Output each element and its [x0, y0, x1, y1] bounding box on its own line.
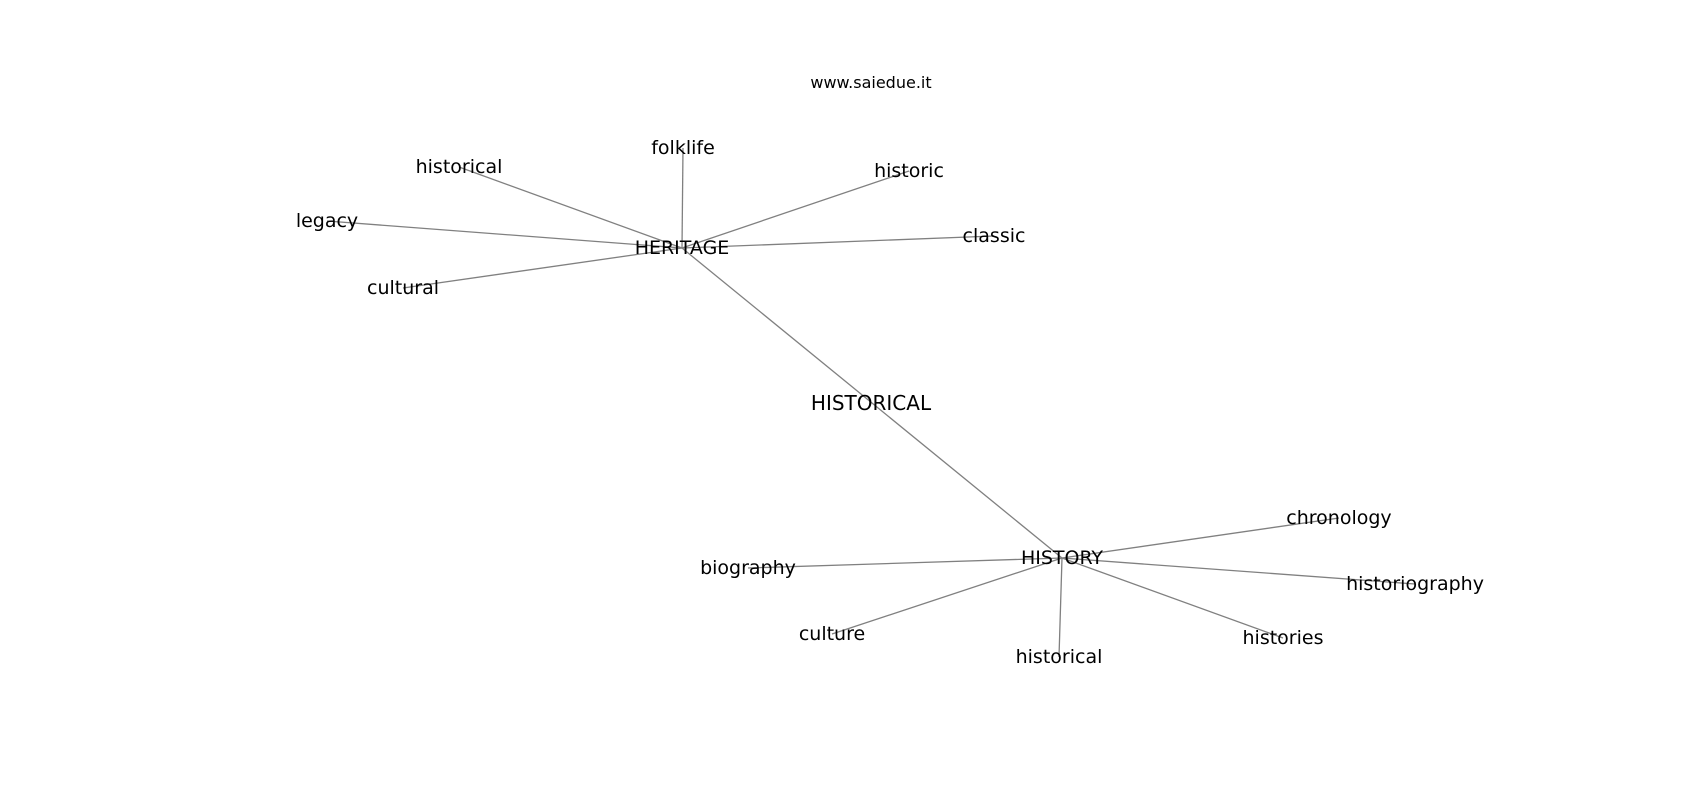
- node-label-history: HISTORY: [1021, 547, 1103, 569]
- graph-edges: [326, 147, 1416, 658]
- edge-history-historical_b: [1058, 557, 1063, 658]
- node-label-classic: classic: [963, 225, 1026, 247]
- edge-heritage-classic: [681, 235, 995, 249]
- node-label-histories: histories: [1243, 627, 1324, 649]
- node-label-chronology: chronology: [1286, 507, 1391, 529]
- edge-heritage-folklife: [681, 147, 684, 249]
- edge-history-historiography: [1061, 557, 1416, 585]
- node-label-historical-center: HISTORICAL: [811, 391, 932, 415]
- node-label-heritage: HERITAGE: [635, 237, 730, 259]
- node-label-legacy: legacy: [296, 210, 358, 232]
- node-label-historical-a: historical: [416, 156, 503, 178]
- node-label-historical-b: historical: [1016, 646, 1103, 668]
- edge-heritage-historical_a: [458, 166, 683, 249]
- edge-heritage-history: [681, 247, 1063, 559]
- edge-history-biography: [747, 557, 1063, 569]
- node-label-cultural: cultural: [367, 277, 439, 299]
- node-label-folklife: folklife: [651, 137, 715, 159]
- edge-history-histories: [1061, 557, 1284, 639]
- graph-nodes: HISTORICAL HERITAGE HISTORY folklife histori…: [296, 137, 1484, 668]
- node-label-historiography: historiography: [1346, 573, 1484, 595]
- edge-history-chronology: [1061, 517, 1340, 559]
- node-label-culture: culture: [799, 623, 865, 645]
- edge-history-culture: [831, 557, 1063, 635]
- edge-heritage-legacy: [326, 220, 683, 249]
- edge-heritage-historic: [681, 170, 910, 249]
- node-label-biography: biography: [700, 557, 796, 579]
- node-label-historic: historic: [874, 160, 944, 182]
- edge-heritage-cultural: [402, 247, 683, 289]
- watermark: www.saiedue.it: [810, 73, 931, 92]
